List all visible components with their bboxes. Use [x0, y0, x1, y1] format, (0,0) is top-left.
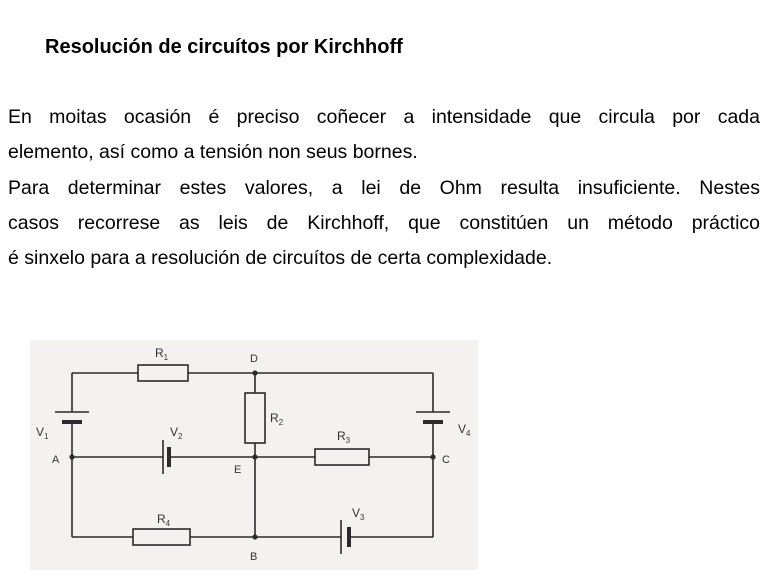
label-r3: R3	[337, 429, 351, 445]
body-line-1: En moitas ocasión é preciso coñecer a in…	[8, 106, 760, 128]
junction-b	[252, 534, 258, 540]
resistor-r3	[314, 448, 370, 466]
node-label-b: B	[250, 551, 257, 563]
label-r1: R1	[155, 346, 169, 362]
circuit-diagram: R1 R2 R3 R4 V1 V2 V3 V4 D A E C B	[30, 340, 478, 570]
body-line-5: é sinxelo para a resolución de circuítos…	[8, 247, 553, 270]
battery-v1	[55, 411, 89, 424]
resistor-r4	[132, 528, 191, 546]
circuit-svg: R1 R2 R3 R4 V1 V2 V3 V4 D A E C B	[30, 340, 478, 570]
body-paragraph: En moitas ocasión é preciso coñecer a in…	[8, 100, 760, 276]
battery-v3	[340, 520, 351, 554]
body-line-2: elemento, así como a tensión non seus bo…	[8, 141, 418, 164]
label-v2: V2	[170, 425, 183, 441]
node-label-a: A	[52, 454, 60, 466]
resistor-r2	[244, 392, 266, 444]
resistor-r1	[137, 364, 189, 382]
junction-d	[252, 370, 258, 376]
node-label-e: E	[234, 464, 241, 476]
body-line-3: Para determinar estes valores, a lei de …	[8, 176, 760, 199]
junctions	[69, 370, 436, 540]
node-label-d: D	[250, 353, 258, 365]
label-r4: R4	[157, 512, 171, 528]
label-r2: R2	[270, 411, 284, 427]
label-v4: V4	[458, 422, 471, 438]
label-v1: V1	[36, 425, 49, 441]
junction-e	[252, 454, 258, 460]
junction-a	[69, 454, 75, 460]
label-v3: V3	[352, 506, 365, 522]
junction-c	[430, 454, 436, 460]
node-label-c: C	[442, 454, 450, 466]
body-line-4: casos recorrese as leis de Kirchhoff, qu…	[8, 211, 760, 234]
battery-v4	[416, 411, 450, 424]
battery-v2	[162, 440, 171, 474]
slide-title: Resolución de circuítos por Kirchhoff	[45, 36, 403, 58]
